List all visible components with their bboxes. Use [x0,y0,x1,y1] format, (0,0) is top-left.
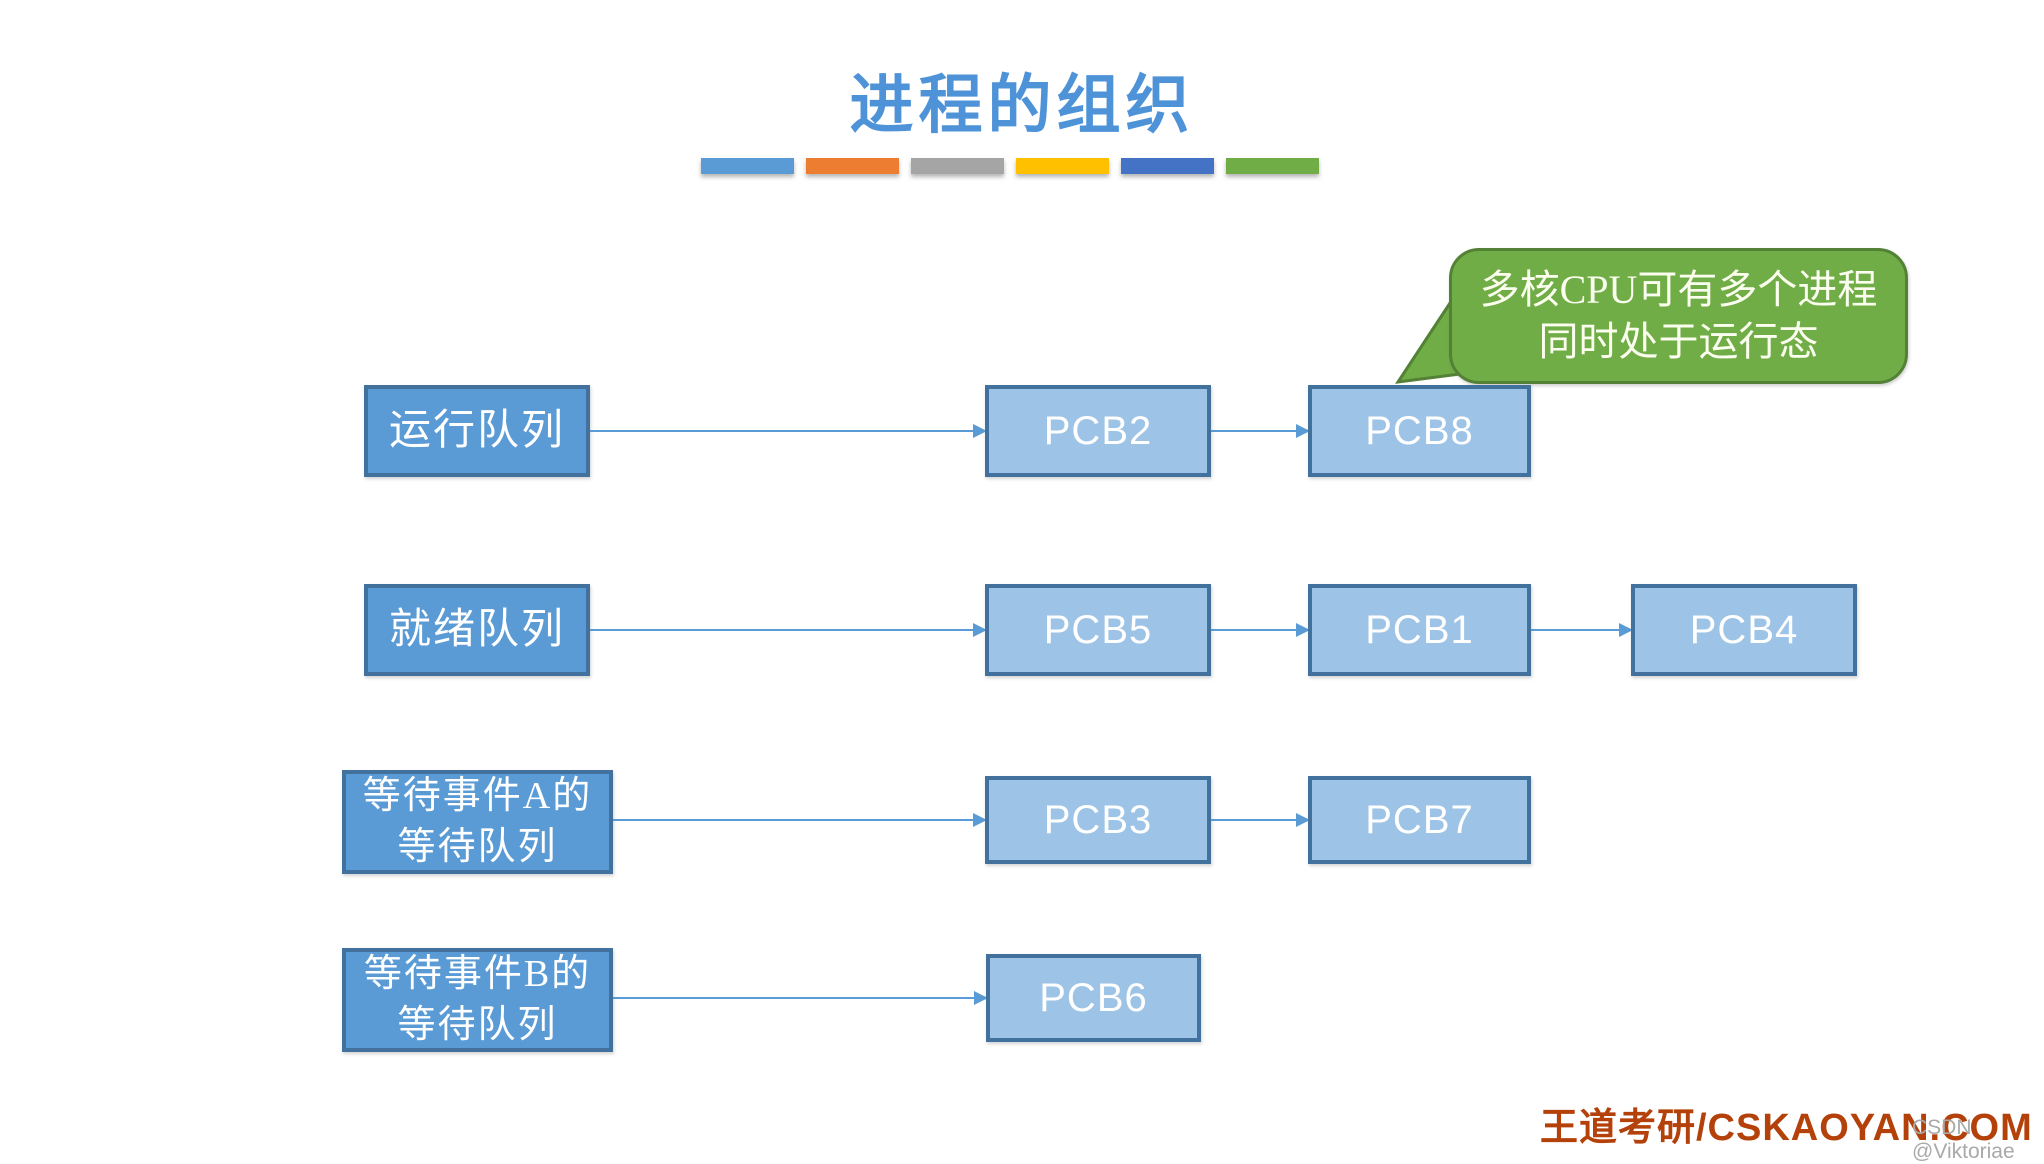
queue-box-wait-event-b: 等待事件B的 等待队列 [342,948,613,1052]
callout-multicore-cpu: 多核CPU可有多个进程 同时处于运行态 [1449,248,1908,384]
arrow-ready-to-pcb5 [590,623,987,637]
pcb-box-pcb3: PCB3 [985,776,1211,864]
queue-box-running: 运行队列 [364,385,590,477]
queue-box-wait-event-a: 等待事件A的 等待队列 [342,770,613,874]
slide-title: 进程的组织 [849,70,1195,141]
pcb-box-pcb6: PCB6 [986,954,1201,1042]
accent-bar-gray [911,158,1004,174]
accent-bar-darkblue [1121,158,1214,174]
arrow-running-to-pcb2 [590,424,987,438]
csdn-watermark: CSDN @Viktoriae [1912,1116,2015,1163]
arrow-waitA-to-pcb3 [613,813,987,827]
accent-bar-gold [1016,158,1109,174]
arrow-pcb2-to-pcb8 [1211,424,1310,438]
title-accent-bars [701,158,1319,174]
arrow-pcb5-to-pcb1 [1211,623,1310,637]
accent-bar-blue [701,158,794,174]
arrow-waitB-to-pcb6 [613,991,988,1005]
arrow-pcb3-to-pcb7 [1211,813,1310,827]
pcb-box-pcb4: PCB4 [1631,584,1857,676]
queue-box-ready: 就绪队列 [364,584,590,676]
arrow-pcb1-to-pcb4 [1531,623,1633,637]
pcb-box-pcb1: PCB1 [1308,584,1531,676]
pcb-box-pcb8: PCB8 [1308,385,1531,477]
pcb-box-pcb7: PCB7 [1308,776,1531,864]
pcb-box-pcb5: PCB5 [985,584,1211,676]
accent-bar-green [1226,158,1319,174]
pcb-box-pcb2: PCB2 [985,385,1211,477]
accent-bar-orange [806,158,899,174]
